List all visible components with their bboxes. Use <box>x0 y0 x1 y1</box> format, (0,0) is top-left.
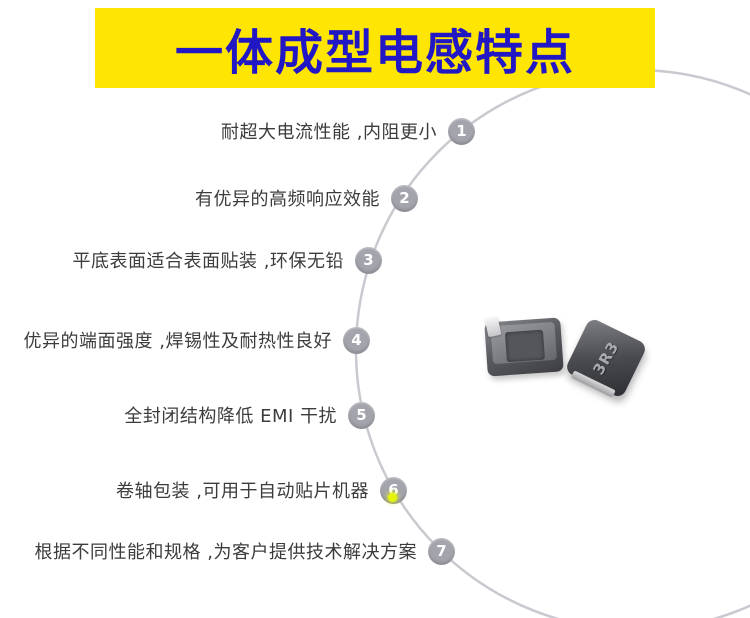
feature-item-4: 优异的端面强度 ,焊锡性及耐热性良好 4 <box>0 326 370 354</box>
feature-item-1: 耐超大电流性能 ,内阻更小 1 <box>0 117 475 145</box>
feature-item-7: 根据不同性能和规格 ,为客户提供技术解决方案 7 <box>0 537 455 565</box>
inductor-left-core <box>504 329 545 363</box>
header-banner: 一体成型电感特点 <box>95 8 655 88</box>
feature-text: 耐超大电流性能 ,内阻更小 <box>221 122 437 143</box>
feature-item-2: 有优异的高频响应效能 2 <box>0 184 418 212</box>
feature-item-6: 卷轴包装 ,可用于自动贴片机器 6 <box>0 476 407 504</box>
feature-item-3: 平底表面适合表面贴装 ,环保无铅 3 <box>0 246 382 274</box>
feature-number-badge: 7 <box>428 537 455 565</box>
feature-text: 优异的端面强度 ,焊锡性及耐热性良好 <box>23 331 332 352</box>
feature-text: 根据不同性能和规格 ,为客户提供技术解决方案 <box>34 542 417 563</box>
product-photo: 3R3 <box>480 310 660 405</box>
feature-text: 全封闭结构降低 EMI 干扰 <box>124 406 337 427</box>
highlight-dot <box>388 493 397 502</box>
feature-text: 卷轴包装 ,可用于自动贴片机器 <box>116 481 369 502</box>
inductor-marking: 3R3 <box>589 338 623 378</box>
inductor-right: 3R3 <box>564 317 648 399</box>
feature-number-badge: 3 <box>355 246 382 274</box>
feature-number-badge: 1 <box>448 117 475 145</box>
inductor-left <box>484 315 564 377</box>
inductor-left-metal-clip <box>484 315 502 338</box>
feature-text: 平底表面适合表面贴装 ,环保无铅 <box>72 251 344 272</box>
feature-item-5: 全封闭结构降低 EMI 干扰 5 <box>0 401 375 429</box>
feature-number-badge: 2 <box>391 184 418 212</box>
page-title: 一体成型电感特点 <box>174 25 575 81</box>
feature-number-badge: 5 <box>348 401 375 429</box>
feature-text: 有优异的高频响应效能 <box>195 189 380 210</box>
feature-number-badge: 4 <box>343 326 370 354</box>
